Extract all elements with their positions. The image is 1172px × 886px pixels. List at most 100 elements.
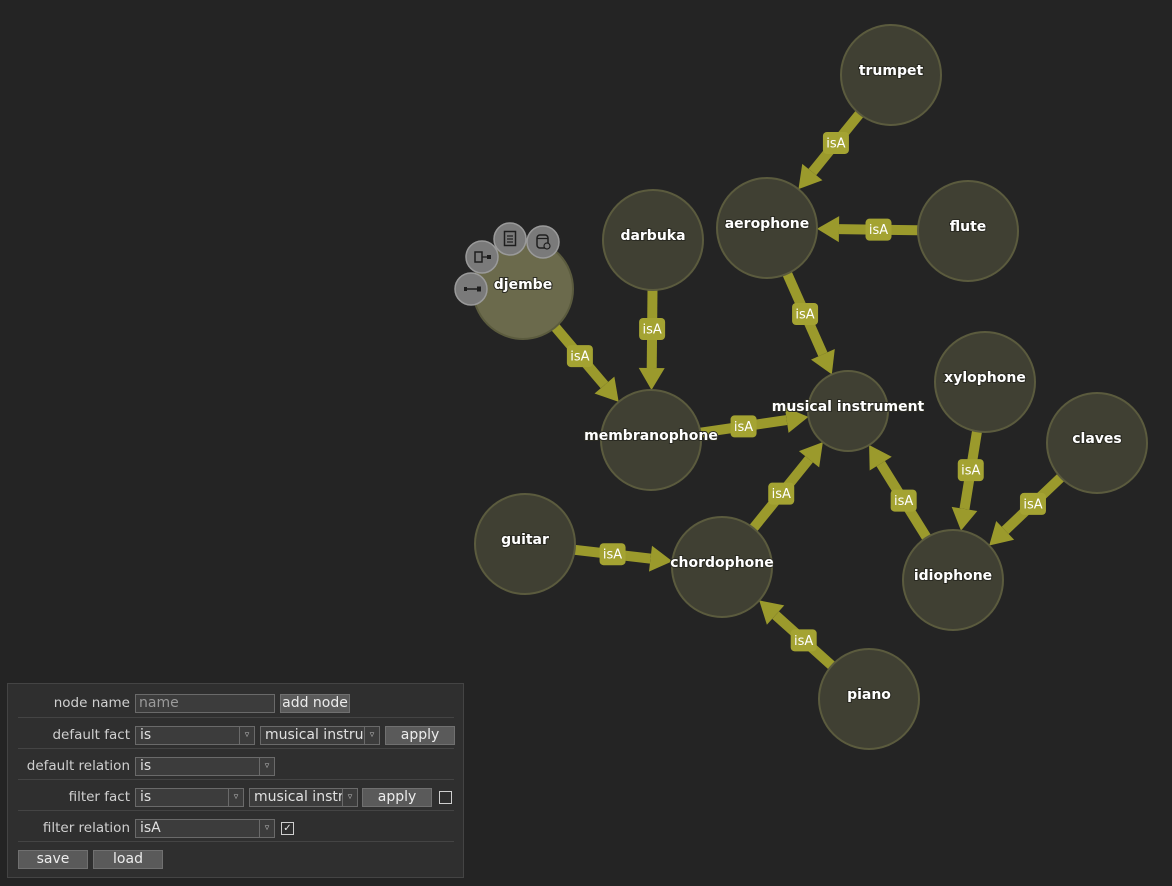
control-panel: node name name add node default fact is … [7, 683, 464, 878]
edge-chordophone-musical_instrument[interactable]: isA [749, 442, 823, 532]
node-musical_instrument[interactable]: musical instrument [771, 370, 926, 452]
edge-idiophone-musical_instrument[interactable]: isA [869, 444, 931, 541]
node-circle[interactable] [934, 331, 1036, 433]
node-circle[interactable] [671, 516, 773, 618]
filter-relation-checkbox[interactable]: ✓ [281, 822, 294, 835]
node-label: claves [1072, 431, 1122, 447]
edge-trumpet-aerophone[interactable]: isA [798, 110, 864, 190]
edge-label[interactable]: isA [639, 318, 666, 341]
edge-label[interactable]: isA [790, 629, 817, 652]
edge-label-text: isA [570, 350, 589, 365]
file-actions-row: save load [18, 843, 454, 873]
edge-label[interactable]: isA [1019, 492, 1046, 515]
save-button[interactable]: save [18, 850, 88, 869]
chevron-down-icon: ▿ [342, 789, 357, 806]
filter-fact-apply-button[interactable]: apply [362, 788, 432, 807]
edge-label[interactable]: isA [566, 345, 593, 368]
default-fact-row: default fact is ▿ musical instrument ▿ a… [18, 719, 455, 749]
node-idiophone[interactable]: idiophone [902, 529, 1004, 631]
node-label: flute [950, 219, 987, 235]
edge-arrowhead [798, 442, 823, 468]
node-chordophone[interactable]: chordophone [669, 516, 775, 618]
edge-claves-idiophone[interactable]: isA [989, 473, 1065, 546]
node-circle[interactable] [917, 180, 1019, 282]
node-circle[interactable] [1046, 392, 1148, 494]
connect-icon[interactable] [454, 272, 488, 306]
edge-label[interactable]: isA [865, 218, 892, 241]
edge-label[interactable]: isA [768, 482, 795, 505]
default-relation-select[interactable]: is ▿ [135, 757, 275, 776]
default-fact-target-select[interactable]: musical instrument ▿ [260, 726, 380, 745]
edge-label-text: isA [734, 420, 753, 435]
node-flute[interactable]: flute [917, 180, 1019, 282]
filter-fact-checkbox[interactable] [439, 791, 452, 804]
node-label: darbuka [620, 228, 685, 244]
chevron-down-icon: ▿ [259, 758, 274, 775]
node-darbuka[interactable]: darbuka [602, 189, 704, 291]
node-circle[interactable] [474, 493, 576, 595]
filter-fact-target-select[interactable]: musical instrument ▿ [249, 788, 358, 807]
default-fact-label: default fact [52, 727, 130, 743]
node-name-input[interactable]: name [135, 694, 275, 713]
node-circle[interactable] [716, 177, 818, 279]
document-icon[interactable] [493, 222, 527, 256]
node-circle[interactable] [602, 189, 704, 291]
edge-flute-aerophone[interactable]: isA [816, 216, 919, 243]
edge-membranophone-musical_instrument[interactable]: isA [699, 407, 809, 438]
link-node-icon[interactable] [465, 240, 499, 274]
edge-arrowhead [638, 367, 665, 391]
node-xylophone[interactable]: xylophone [934, 331, 1036, 433]
node-guitar[interactable]: guitar [474, 493, 576, 595]
node-circle[interactable] [818, 648, 920, 750]
edge-arrowhead [784, 407, 809, 433]
node-label: aerophone [725, 216, 810, 232]
filter-fact-relation-select[interactable]: is ▿ [135, 788, 244, 807]
node-menu [454, 222, 560, 306]
edge-arrowhead [816, 216, 840, 243]
node-circle[interactable] [902, 529, 1004, 631]
edge-arrowhead [798, 163, 823, 190]
filter-relation-label: filter relation [42, 820, 130, 836]
edge-arrowhead [759, 600, 785, 625]
edge-label[interactable]: isA [792, 303, 819, 326]
filter-fact-label: filter fact [68, 789, 130, 805]
database-icon[interactable] [526, 225, 560, 259]
node-name-row: node name name add node [18, 688, 454, 718]
edge-label-text: isA [869, 223, 888, 238]
node-circle[interactable] [840, 24, 942, 126]
node-label: xylophone [944, 370, 1026, 386]
edge-xylophone-idiophone[interactable]: isA [951, 430, 984, 531]
edges-layer: isA isA isA isA isA isA isA isA isA isA isA isA [551, 110, 1065, 670]
edge-arrowhead [648, 545, 673, 572]
add-node-button[interactable]: add node [280, 694, 350, 713]
edge-djembe-membranophone[interactable]: isA [551, 323, 619, 402]
node-name-label: node name [53, 695, 130, 711]
node-circle[interactable] [807, 370, 889, 452]
edge-label-text: isA [795, 308, 814, 323]
default-fact-apply-button[interactable]: apply [385, 726, 455, 745]
load-button[interactable]: load [93, 850, 163, 869]
edge-label[interactable]: isA [957, 459, 984, 482]
node-piano[interactable]: piano [818, 648, 920, 750]
edge-piano-chordophone[interactable]: isA [759, 600, 836, 670]
edge-darbuka-membranophone[interactable]: isA [638, 289, 666, 391]
edge-label[interactable]: isA [730, 415, 757, 438]
node-claves[interactable]: claves [1046, 392, 1148, 494]
filter-relation-select[interactable]: isA ▿ [135, 819, 275, 838]
default-relation-label: default relation [26, 758, 130, 774]
edge-arrowhead [594, 376, 619, 402]
node-circle[interactable] [600, 389, 702, 491]
edge-label-text: isA [894, 494, 913, 509]
node-djembe[interactable]: djembe [472, 238, 574, 340]
edge-label[interactable]: isA [599, 543, 626, 566]
default-fact-relation-select[interactable]: is ▿ [135, 726, 255, 745]
node-trumpet[interactable]: trumpet [840, 24, 942, 126]
edge-label[interactable]: isA [822, 131, 849, 154]
node-label: guitar [501, 532, 549, 548]
edge-aerophone-musical_instrument[interactable]: isA [782, 271, 835, 375]
node-membranophone[interactable]: membranophone [583, 389, 719, 491]
node-aerophone[interactable]: aerophone [716, 177, 818, 279]
edge-guitar-chordophone[interactable]: isA [574, 543, 673, 572]
edge-label[interactable]: isA [890, 489, 917, 512]
